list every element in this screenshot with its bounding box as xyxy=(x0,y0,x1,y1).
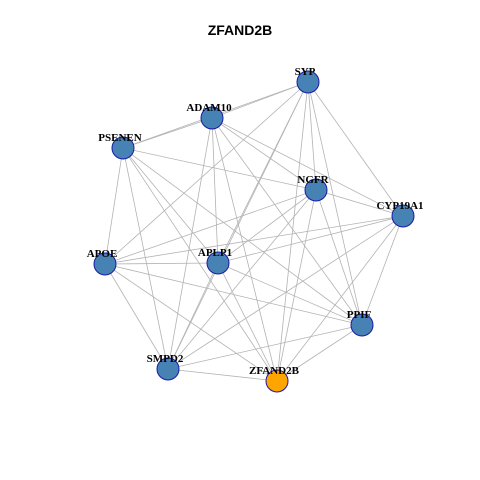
edge-psenen-zfand2b xyxy=(122,147,278,382)
node-circle[interactable] xyxy=(206,251,230,275)
edge-ngfr-smpd2 xyxy=(167,189,317,370)
node-syp[interactable]: SYP xyxy=(295,66,320,94)
edge-adam10-smpd2 xyxy=(167,117,213,370)
node-circle[interactable] xyxy=(156,357,180,381)
edge-layer xyxy=(104,81,404,382)
edge-apoe-zfand2b xyxy=(104,263,278,382)
node-circle[interactable] xyxy=(111,136,135,160)
edge-aplp1-ppif xyxy=(217,262,363,326)
node-aplp1[interactable]: APLP1 xyxy=(198,247,232,275)
edge-cyp19a1-apoe xyxy=(104,215,404,265)
chart-title: ZFAND2B xyxy=(207,22,273,38)
node-circle[interactable] xyxy=(93,252,117,276)
edge-smpd2-zfand2b xyxy=(167,368,278,382)
edge-cyp19a1-ppif xyxy=(361,215,404,326)
node-ngfr[interactable]: NGFR xyxy=(297,174,330,202)
node-circle[interactable] xyxy=(200,106,224,130)
node-circle[interactable] xyxy=(350,313,374,337)
edge-syp-cyp19a1 xyxy=(307,81,404,217)
edge-syp-smpd2 xyxy=(167,81,309,370)
edge-apoe-aplp1 xyxy=(104,262,219,265)
edge-syp-ngfr xyxy=(307,81,317,191)
edge-syp-apoe xyxy=(104,81,309,265)
node-ppif[interactable]: PPIF xyxy=(347,309,374,337)
node-label: PPIF xyxy=(347,309,372,321)
edge-ppif-smpd2 xyxy=(167,324,363,370)
edge-syp-ppif xyxy=(307,81,363,326)
node-label: ADAM10 xyxy=(186,102,232,114)
node-label: APLP1 xyxy=(198,247,232,259)
edge-adam10-ppif xyxy=(211,117,363,326)
node-smpd2[interactable]: SMPD2 xyxy=(147,353,184,381)
edge-cyp19a1-aplp1 xyxy=(217,215,404,264)
node-label: CYP19A1 xyxy=(376,200,423,212)
node-label: PSENEN xyxy=(98,132,141,144)
node-cyp19a1[interactable]: CYP19A1 xyxy=(376,200,424,228)
node-label: NGFR xyxy=(297,174,329,186)
edge-apoe-smpd2 xyxy=(104,263,169,370)
edge-psenen-aplp1 xyxy=(122,147,219,264)
node-psenen[interactable]: PSENEN xyxy=(98,132,142,160)
edge-ngfr-cyp19a1 xyxy=(315,189,404,217)
node-label: SYP xyxy=(295,66,316,78)
node-circle[interactable] xyxy=(265,369,289,393)
edge-psenen-ngfr xyxy=(122,147,317,191)
edge-aplp1-zfand2b xyxy=(217,262,278,382)
edge-adam10-ngfr xyxy=(211,117,317,191)
node-circle[interactable] xyxy=(391,204,415,228)
node-label: APOE xyxy=(87,248,118,260)
edge-ppif-zfand2b xyxy=(276,324,363,382)
edge-cyp19a1-smpd2 xyxy=(167,215,404,370)
edge-ngfr-aplp1 xyxy=(217,189,317,264)
edge-ngfr-apoe xyxy=(104,189,317,265)
edge-psenen-smpd2 xyxy=(122,147,169,370)
node-apoe[interactable]: APOE xyxy=(87,248,118,276)
node-circle[interactable] xyxy=(304,178,328,202)
edge-aplp1-smpd2 xyxy=(167,262,219,370)
edge-syp-zfand2b xyxy=(276,81,309,382)
node-zfand2b[interactable]: ZFAND2B xyxy=(249,365,300,393)
edge-adam10-aplp1 xyxy=(211,117,219,264)
node-label: ZFAND2B xyxy=(249,365,300,377)
edge-adam10-zfand2b xyxy=(211,117,278,382)
edge-psenen-apoe xyxy=(104,147,124,265)
node-label: SMPD2 xyxy=(147,353,184,365)
edge-psenen-ppif xyxy=(122,147,363,326)
node-circle[interactable] xyxy=(296,70,320,94)
node-adam10[interactable]: ADAM10 xyxy=(186,102,232,130)
edge-cyp19a1-zfand2b xyxy=(276,215,404,382)
edge-adam10-cyp19a1 xyxy=(211,117,404,217)
edge-adam10-psenen xyxy=(122,117,213,149)
